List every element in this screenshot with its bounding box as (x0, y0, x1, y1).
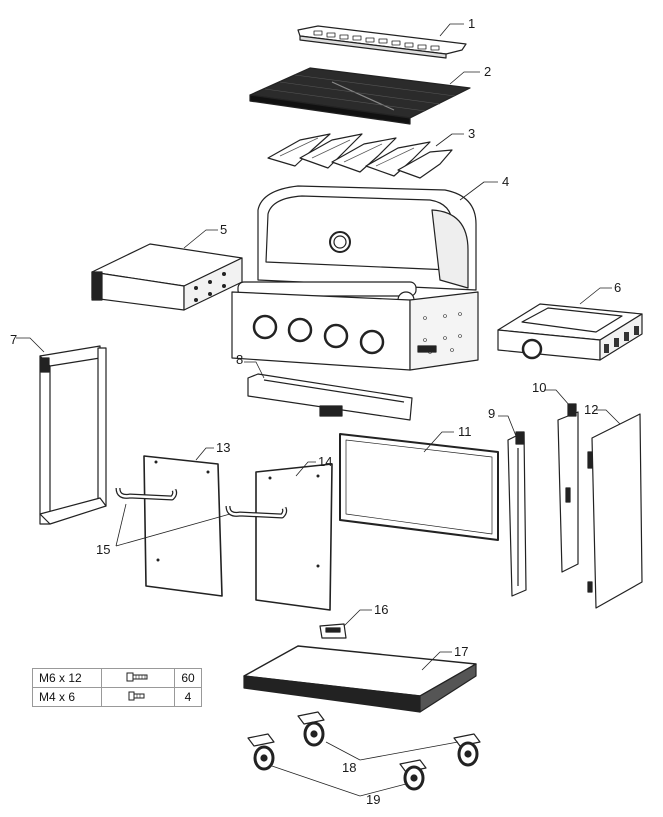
leader-lines (16, 23, 621, 797)
callout-2: 2 (484, 64, 491, 79)
hardware-size: M6 x 12 (32, 668, 102, 688)
screw-icon (101, 687, 175, 707)
part-8-front-panel (247, 373, 413, 421)
caster (247, 733, 275, 771)
callout-5: 5 (220, 222, 227, 237)
callout-6: 6 (614, 280, 621, 295)
part-16-bracket (319, 623, 347, 639)
callout-1: 1 (468, 16, 475, 31)
part-14-door-right (255, 463, 333, 611)
callout-14: 14 (318, 454, 332, 469)
part-13-door-left (143, 455, 223, 597)
callout-4: 4 (502, 174, 509, 189)
callout-13: 13 (216, 440, 230, 455)
part-18-19-casters (247, 711, 481, 791)
part-3-flame-tamers (267, 133, 453, 179)
part-10-column (557, 403, 579, 573)
hardware-row: M4 x 6 4 (32, 687, 202, 707)
part-5-side-shelf-left (91, 243, 243, 311)
callout-9: 9 (488, 406, 495, 421)
hardware-qty: 4 (174, 687, 202, 707)
callout-numbers: 1 2 3 4 5 6 7 8 9 10 11 12 13 14 15 16 1… (10, 16, 621, 807)
caster (399, 759, 427, 791)
hardware-table: M6 x 12 60 M4 x 6 4 (32, 668, 202, 707)
caster (453, 733, 481, 767)
part-7-left-frame (39, 345, 107, 525)
callout-18: 18 (342, 760, 356, 775)
callout-17: 17 (454, 644, 468, 659)
callout-10: 10 (532, 380, 546, 395)
part-4-grill-head (231, 185, 479, 371)
part-2-cooking-grates (249, 67, 471, 125)
part-15-handles (115, 487, 288, 519)
hardware-qty: 60 (174, 668, 202, 688)
part-6-side-burner (497, 303, 643, 361)
callout-11: 11 (458, 424, 472, 439)
part-12-side-panel-right (587, 413, 643, 609)
callout-12: 12 (584, 402, 598, 417)
callout-3: 3 (468, 126, 475, 141)
callout-15: 15 (96, 542, 110, 557)
part-1-warming-rack (297, 25, 467, 59)
callout-16: 16 (374, 602, 388, 617)
callout-8: 8 (236, 352, 243, 367)
part-11-back-panel (339, 433, 499, 541)
bolt-icon (101, 668, 175, 688)
callout-7: 7 (10, 332, 17, 347)
part-17-bottom-shelf (243, 645, 477, 713)
caster (297, 711, 325, 747)
part-9-column (507, 431, 527, 597)
hardware-row: M6 x 12 60 (32, 668, 202, 688)
callout-19: 19 (366, 792, 380, 807)
hardware-size: M4 x 6 (32, 687, 102, 707)
